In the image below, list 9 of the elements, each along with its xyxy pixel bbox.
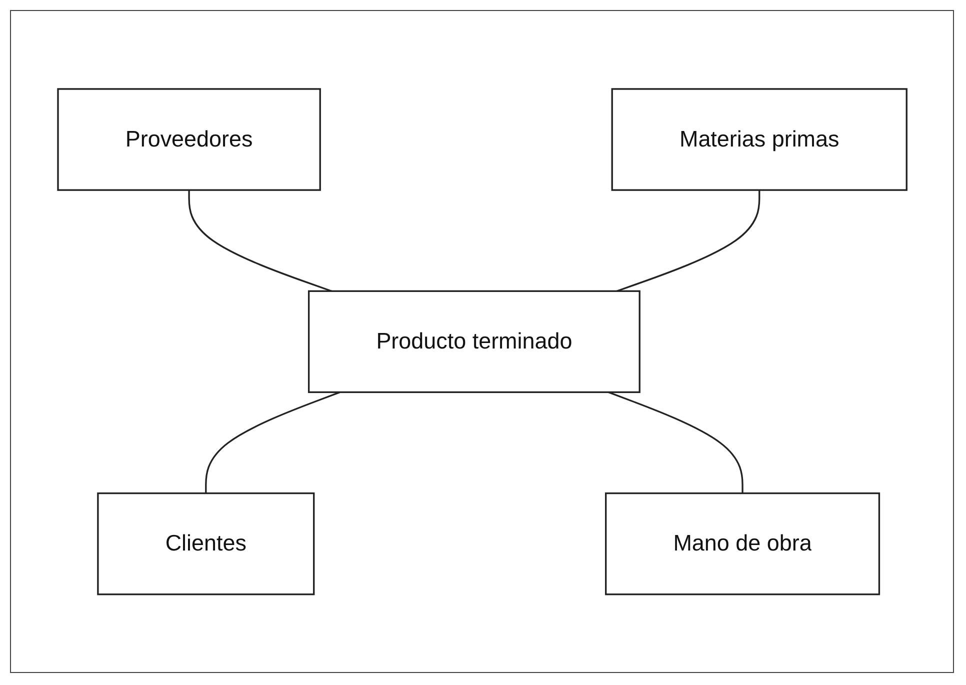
connector — [188, 190, 332, 292]
connector — [204, 391, 340, 494]
node-box: Clientes — [96, 492, 314, 596]
connector — [608, 391, 744, 494]
node-box: Producto terminado — [308, 290, 640, 393]
connector — [616, 190, 760, 292]
node-box: Materias primas — [610, 88, 908, 191]
node-box: Proveedores — [56, 88, 321, 191]
node-box: Mano de obra — [604, 492, 880, 596]
